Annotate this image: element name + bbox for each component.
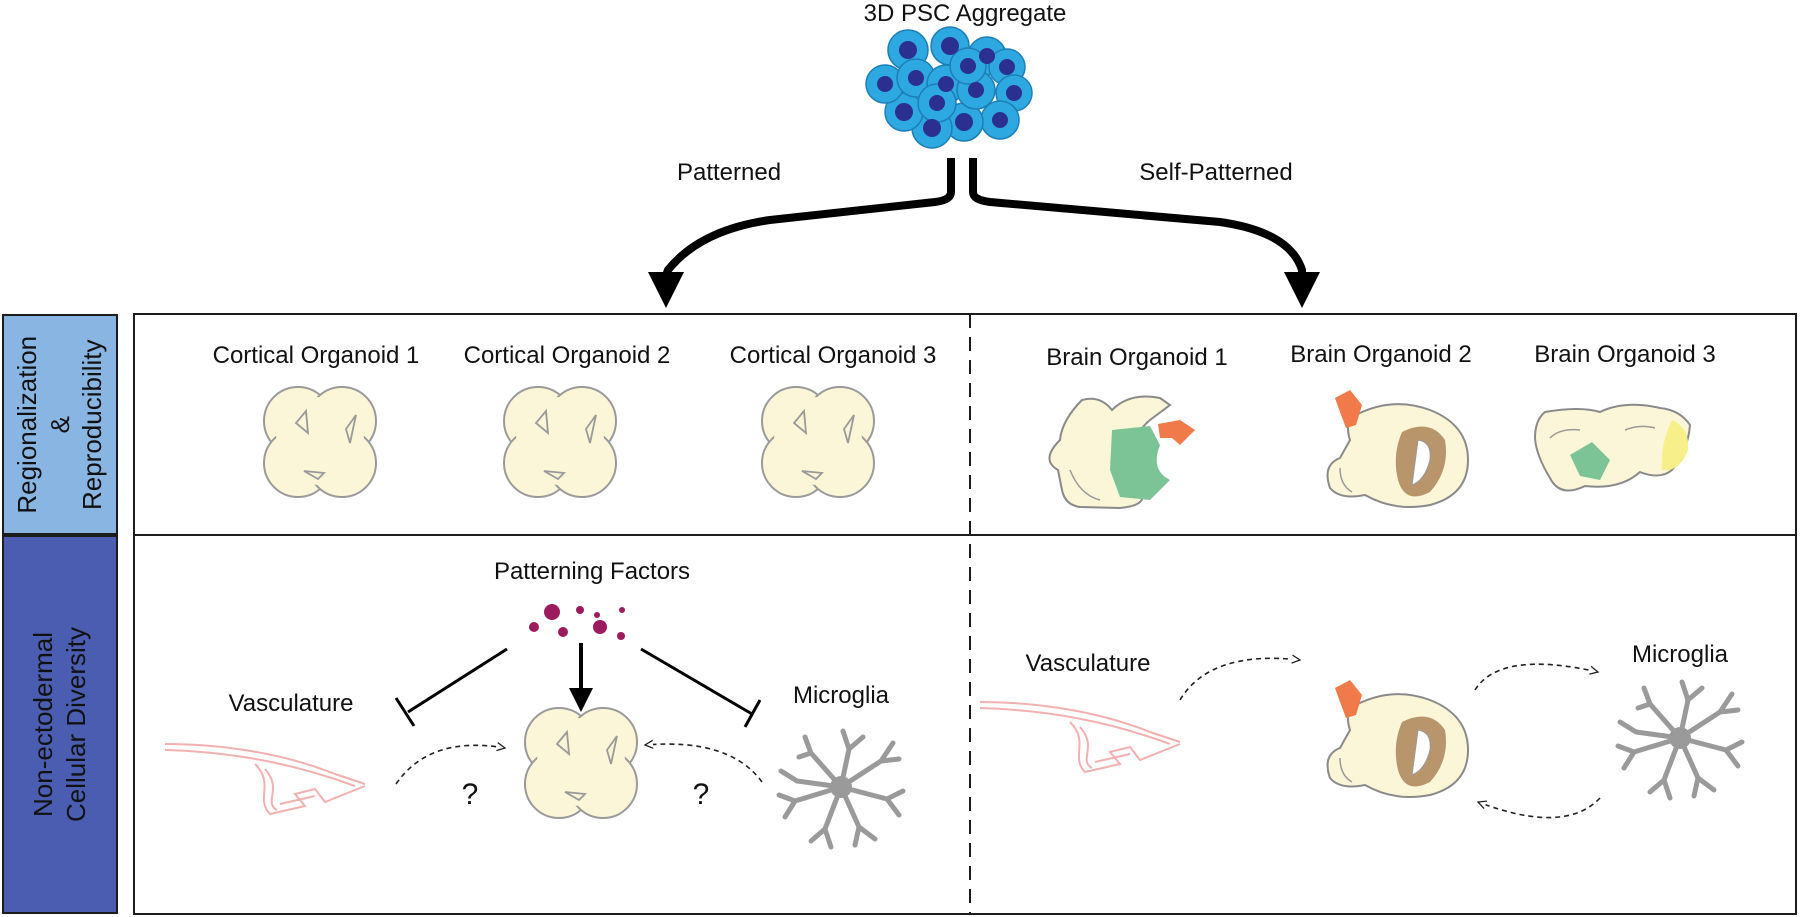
cortical-organoid-3-label: Cortical Organoid 3 (729, 342, 937, 369)
cortical-organoid-2-label: Cortical Organoid 2 (463, 342, 671, 369)
microglia-right-label: Microglia (1631, 641, 1729, 668)
question-mark-right: ? (692, 778, 710, 811)
microglia-right (1618, 682, 1742, 798)
self-patterned-arrow (969, 158, 1306, 278)
patterned-cortical-organoid (524, 707, 638, 819)
vasculature-left-label: Vasculature (228, 690, 354, 717)
row1-line2: & (44, 415, 75, 434)
patterned-label: Patterned (676, 159, 782, 186)
psc-aggregate (865, 26, 1033, 149)
patterning-factors-label: Patterning Factors (493, 558, 691, 585)
row2-line1: Non-ectodermal (28, 632, 59, 817)
row2-line2: Cellular Diversity (61, 626, 92, 823)
brain-organoid-2-label: Brain Organoid 2 (1290, 341, 1472, 368)
cortical-organoid-2 (503, 386, 617, 498)
grid-frame (133, 313, 1797, 915)
cortical-organoid-1-label: Cortical Organoid 1 (212, 342, 420, 369)
brain-organoid-3 (1533, 403, 1692, 492)
self-patterned-label: Self-Patterned (1139, 159, 1293, 186)
vasculature-right-label: Vasculature (1025, 650, 1151, 677)
brain-organoid-1-label: Brain Organoid 1 (1046, 344, 1228, 371)
inhibit-microglia (640, 647, 762, 728)
patterning-factors-dots (529, 604, 625, 640)
vasculature-left (164, 743, 366, 815)
patterned-arrow (661, 158, 955, 280)
microglia-to-organoid-arrow (645, 744, 763, 783)
inhibit-vasculature (394, 647, 508, 727)
cortical-organoid-3 (761, 386, 875, 498)
microglia-left (779, 731, 903, 847)
brain-organoid-large (1326, 680, 1470, 798)
row-label-cellular-diversity: Non-ectodermal Cellular Diversity (2, 535, 118, 914)
question-mark-left: ? (461, 778, 479, 811)
microglia-left-label: Microglia (792, 682, 890, 709)
brain-organoid-2 (1326, 390, 1470, 508)
brain-organoid-1 (1048, 395, 1195, 510)
row-label-regionalization: Regionalization & Reproducibility (2, 314, 118, 535)
row1-line3: Reproducibility (77, 339, 108, 510)
psc-aggregate-title: 3D PSC Aggregate (863, 0, 1067, 27)
patterned-arrowhead (648, 272, 684, 308)
microglia-to-brain-arrow (1478, 797, 1601, 819)
cortical-organoid-1 (263, 386, 377, 498)
vasculature-right (979, 701, 1181, 773)
brain-to-microglia-arrow (1474, 663, 1598, 691)
self-patterned-arrowhead (1284, 272, 1320, 308)
vasculature-to-organoid-arrow (395, 745, 505, 785)
row1-line1: Regionalization (12, 335, 43, 514)
vasculature-to-brain-arrow (1179, 658, 1300, 701)
brain-organoid-3-label: Brain Organoid 3 (1534, 341, 1716, 368)
